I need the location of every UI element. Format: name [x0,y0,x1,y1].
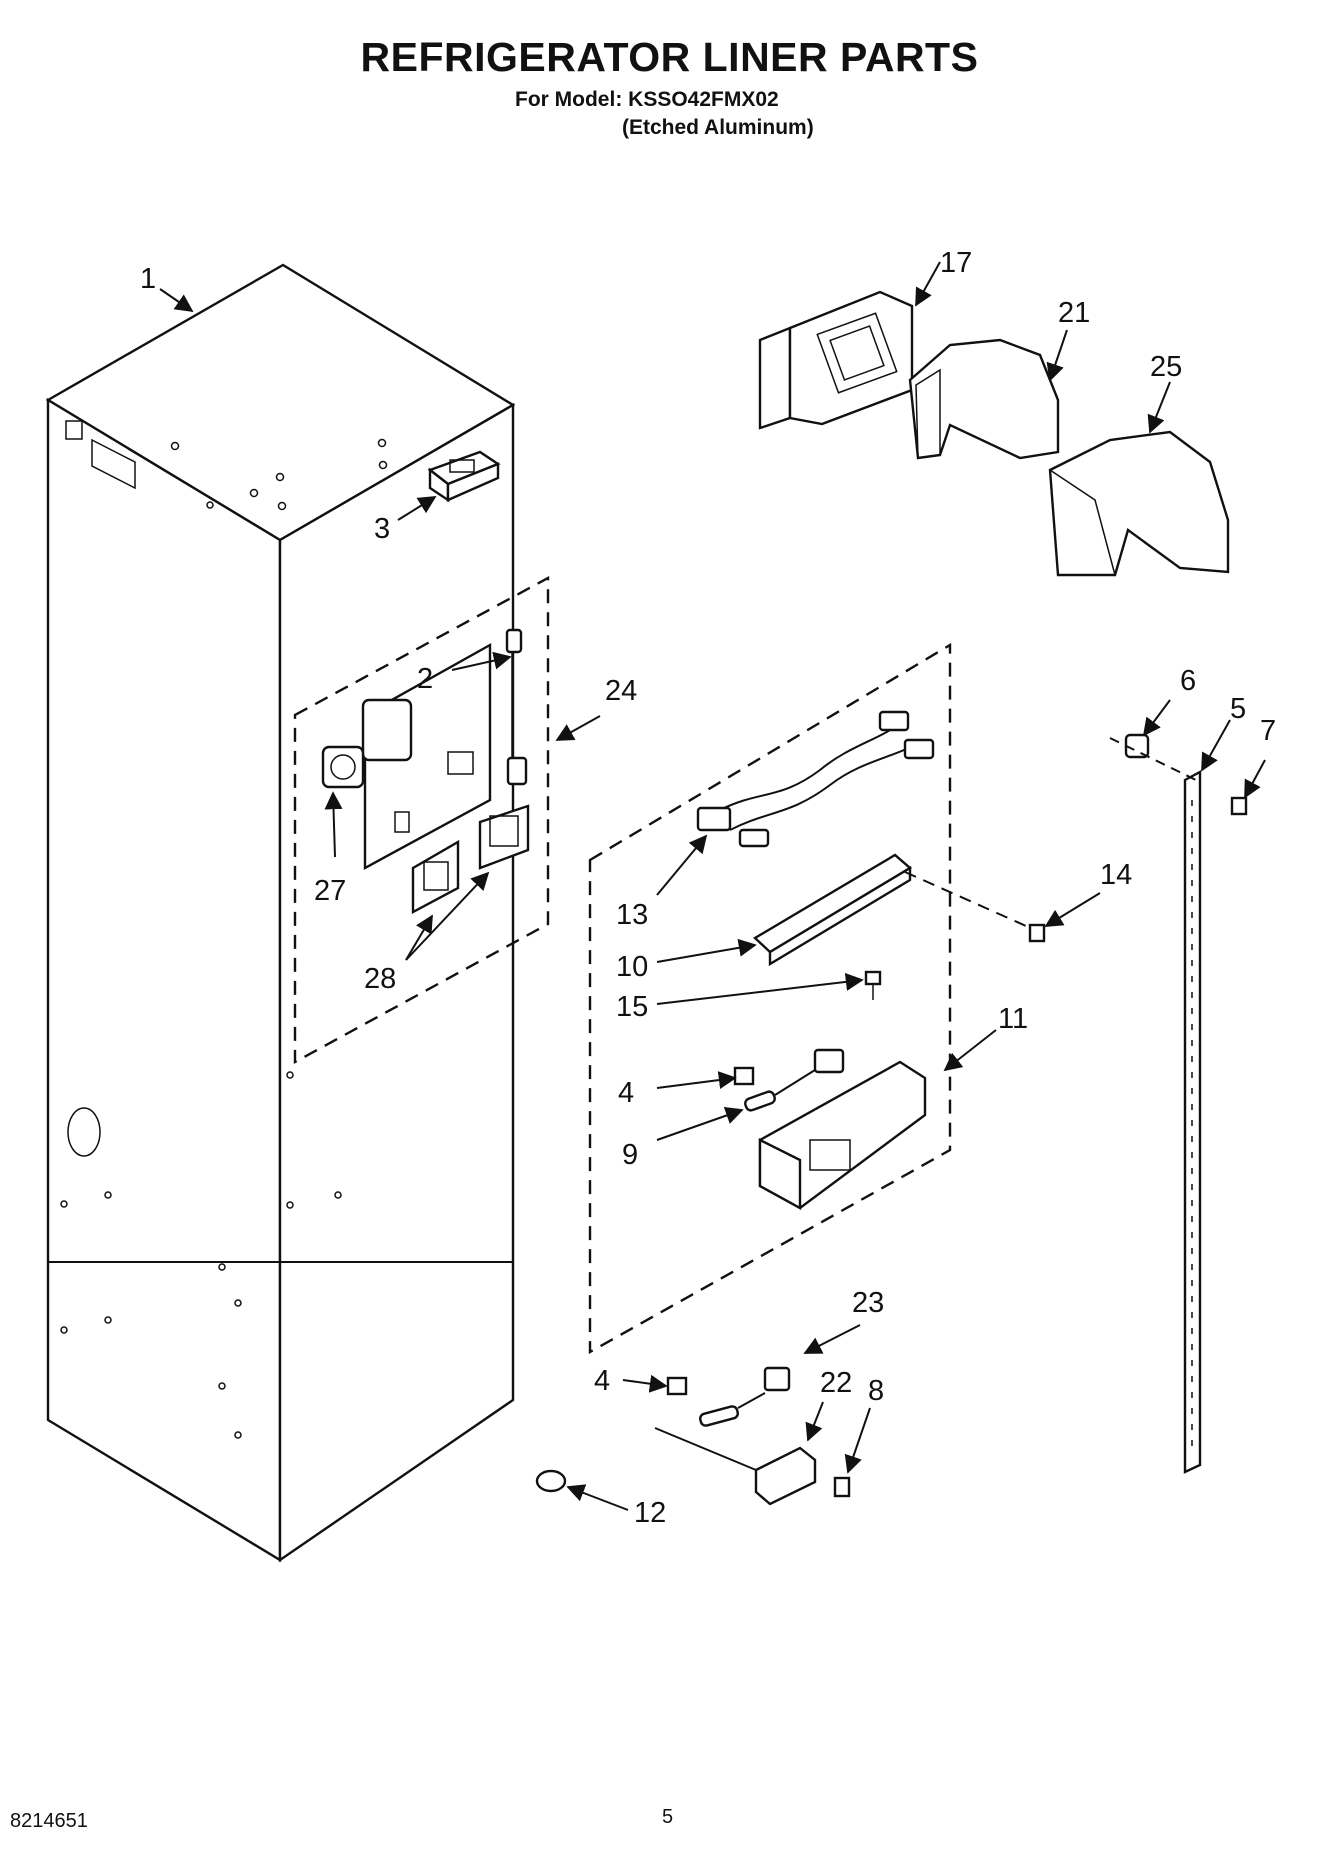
liner-cabinet [45,263,516,1563]
screw-8 [833,1476,851,1498]
screw-7 [1230,796,1248,816]
shelf-strip-5 [1183,770,1202,1474]
callout-14: 14 [1100,859,1132,891]
part-25-cover [1048,430,1230,577]
callout-28: 28 [364,963,396,995]
part-17-frame [758,290,914,430]
screw-15 [864,970,882,1000]
clip-4-upper [733,1066,755,1086]
callout-12: 12 [634,1497,666,1529]
part-21-duct [908,338,1060,460]
callout-5: 5 [1230,693,1246,725]
callout-23: 23 [852,1287,884,1319]
callout-13: 13 [616,899,648,931]
control-housing [361,628,528,871]
callout-4-lower: 4 [594,1365,610,1397]
spacer-6 [1124,733,1150,759]
top-bracket [427,450,501,503]
callout-17: 17 [940,247,972,279]
control-board-10 [753,853,913,967]
clip-4-lower [666,1376,688,1396]
callout-21: 21 [1058,297,1090,329]
trim-pieces-28 [411,804,530,914]
sensor-9 [744,1048,845,1112]
callout-10: 10 [616,951,648,983]
spacer-path [1109,737,1201,783]
page-number: 5 [662,1806,674,1828]
page-header: REFRIGERATOR LINER PARTS [0,34,1339,81]
callout-2: 2 [417,663,433,695]
callout-7: 7 [1260,715,1276,747]
callout-24: 24 [605,675,637,707]
grommet-27 [321,745,365,789]
callout-6: 6 [1180,665,1196,697]
switch-22 [654,1427,817,1506]
callout-labels: 1 2 3 4 4 5 6 7 8 9 10 11 12 13 14 15 17… [140,247,1276,1529]
page-title: REFRIGERATOR LINER PARTS [360,34,979,80]
plug-12 [535,1469,567,1493]
screw-path [904,871,1036,931]
callout-8: 8 [868,1375,884,1407]
callout-22: 22 [820,1367,852,1399]
screw-14 [1028,923,1046,943]
callout-9: 9 [622,1139,638,1171]
callout-15: 15 [616,991,648,1023]
document-number: 8214651 [10,1810,88,1832]
callout-4-upper: 4 [618,1077,634,1109]
leader-lines [159,261,1266,1511]
finish-line: (Etched Aluminum) [622,116,814,139]
tray-11 [758,1060,927,1211]
callout-3: 3 [374,513,390,545]
wire-harness-13 [696,710,935,848]
callout-25: 25 [1150,351,1182,383]
callout-27: 27 [314,875,346,907]
model-line: For Model: KSSO42FMX02 [515,88,779,111]
sensor-23 [699,1366,791,1427]
callout-1: 1 [140,263,156,295]
callout-11: 11 [998,1003,1028,1035]
